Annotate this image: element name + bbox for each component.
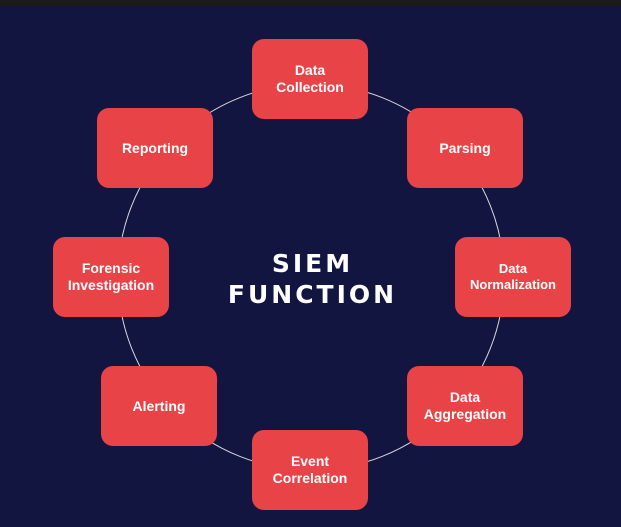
center-title: SIEM FUNCTION	[190, 248, 435, 310]
step-data-aggregation: Data Aggregation	[407, 366, 523, 446]
step-alerting: Alerting	[101, 366, 217, 446]
step-parsing: Parsing	[407, 108, 523, 188]
step-event-correlation: Event Correlation	[252, 430, 368, 510]
window-top-bar	[0, 0, 621, 6]
step-data-normalization: Data Normalization	[455, 237, 571, 317]
center-title-line-1: SIEM	[271, 249, 354, 278]
step-forensic-investigation: Forensic Investigation	[53, 237, 169, 317]
step-data-collection: Data Collection	[252, 39, 368, 119]
center-title-line-2: FUNCTION	[227, 280, 398, 309]
step-reporting: Reporting	[97, 108, 213, 188]
